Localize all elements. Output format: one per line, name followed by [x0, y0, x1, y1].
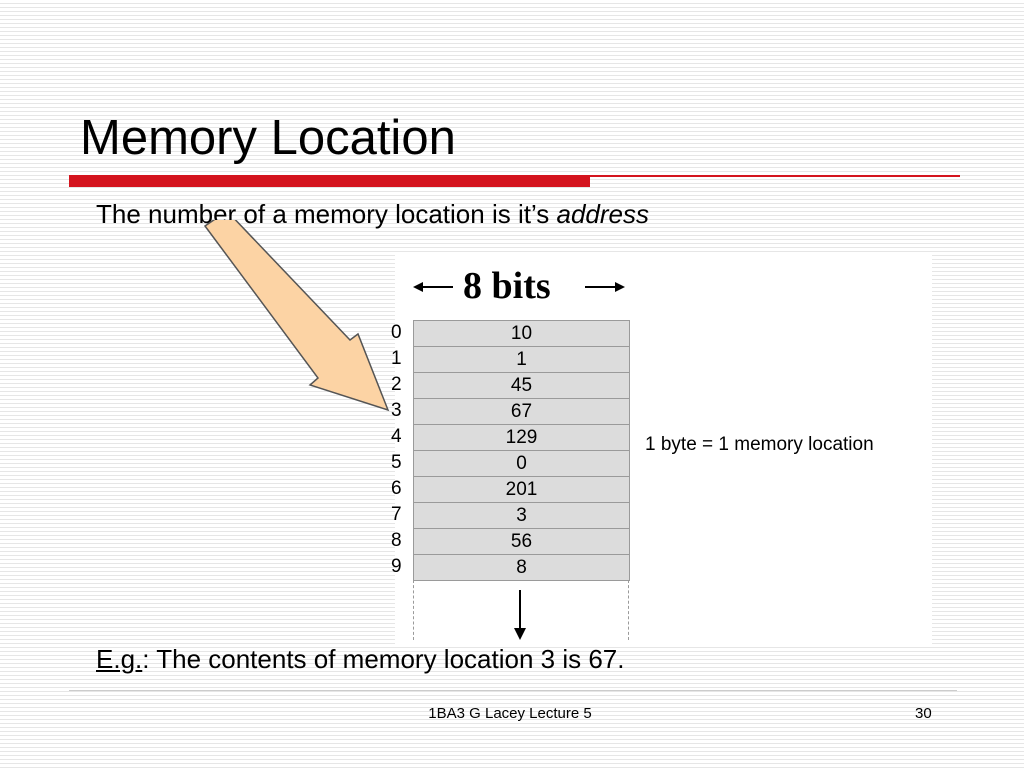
subtitle: The number of a memory location is it’s …	[96, 197, 649, 231]
bits-header: 8 bits	[395, 263, 645, 309]
memory-cell: 0	[414, 451, 629, 477]
subtitle-text: The number of a memory location is it’s	[96, 199, 557, 229]
title-accent-line	[590, 175, 960, 177]
memory-cell: 67	[414, 399, 629, 425]
subtitle-emphasis: address	[556, 199, 649, 229]
memory-cell: 10	[414, 321, 629, 347]
memory-diagram: 8 bits 0 1 2 3 4 5 6 7 8 9 10 1 45 67 12…	[391, 255, 932, 645]
memory-cell: 45	[414, 373, 629, 399]
continuation-line-left	[413, 580, 414, 640]
memory-cell: 129	[414, 425, 629, 451]
memory-cell: 3	[414, 503, 629, 529]
slide-title: Memory Location	[80, 111, 456, 165]
byte-label: 1 byte = 1 memory location	[645, 434, 874, 455]
page-number: 30	[915, 705, 932, 722]
memory-table: 10 1 45 67 129 0 201 3 56 8	[413, 320, 630, 581]
example-sentence: : The contents of memory location 3 is 6…	[142, 644, 625, 674]
address-column: 0 1 2 3 4 5 6 7 8 9	[391, 320, 411, 580]
address-label: 6	[391, 478, 402, 499]
memory-cell: 201	[414, 477, 629, 503]
footer-divider	[69, 690, 957, 691]
address-label: 5	[391, 452, 402, 473]
address-label: 1	[391, 348, 402, 369]
pointer-arrow-icon	[203, 220, 390, 412]
example-text: E.g.: The contents of memory location 3 …	[96, 642, 624, 676]
footer-text: 1BA3 G Lacey Lecture 5	[428, 705, 592, 722]
left-arrow-icon	[413, 282, 453, 292]
address-label: 8	[391, 530, 402, 551]
address-label: 2	[391, 374, 402, 395]
memory-cell: 1	[414, 347, 629, 373]
right-arrow-icon	[585, 282, 625, 292]
title-accent-bar	[69, 175, 590, 187]
down-arrow-icon	[514, 590, 526, 640]
address-label: 7	[391, 504, 402, 525]
bits-label: 8 bits	[463, 265, 551, 307]
example-label: E.g.	[96, 644, 143, 674]
address-label: 9	[391, 556, 402, 577]
address-label: 3	[391, 400, 402, 421]
continuation-line-right	[628, 580, 629, 640]
address-label: 0	[391, 322, 402, 343]
memory-cell: 56	[414, 529, 629, 555]
address-label: 4	[391, 426, 402, 447]
memory-cell: 8	[414, 555, 629, 581]
